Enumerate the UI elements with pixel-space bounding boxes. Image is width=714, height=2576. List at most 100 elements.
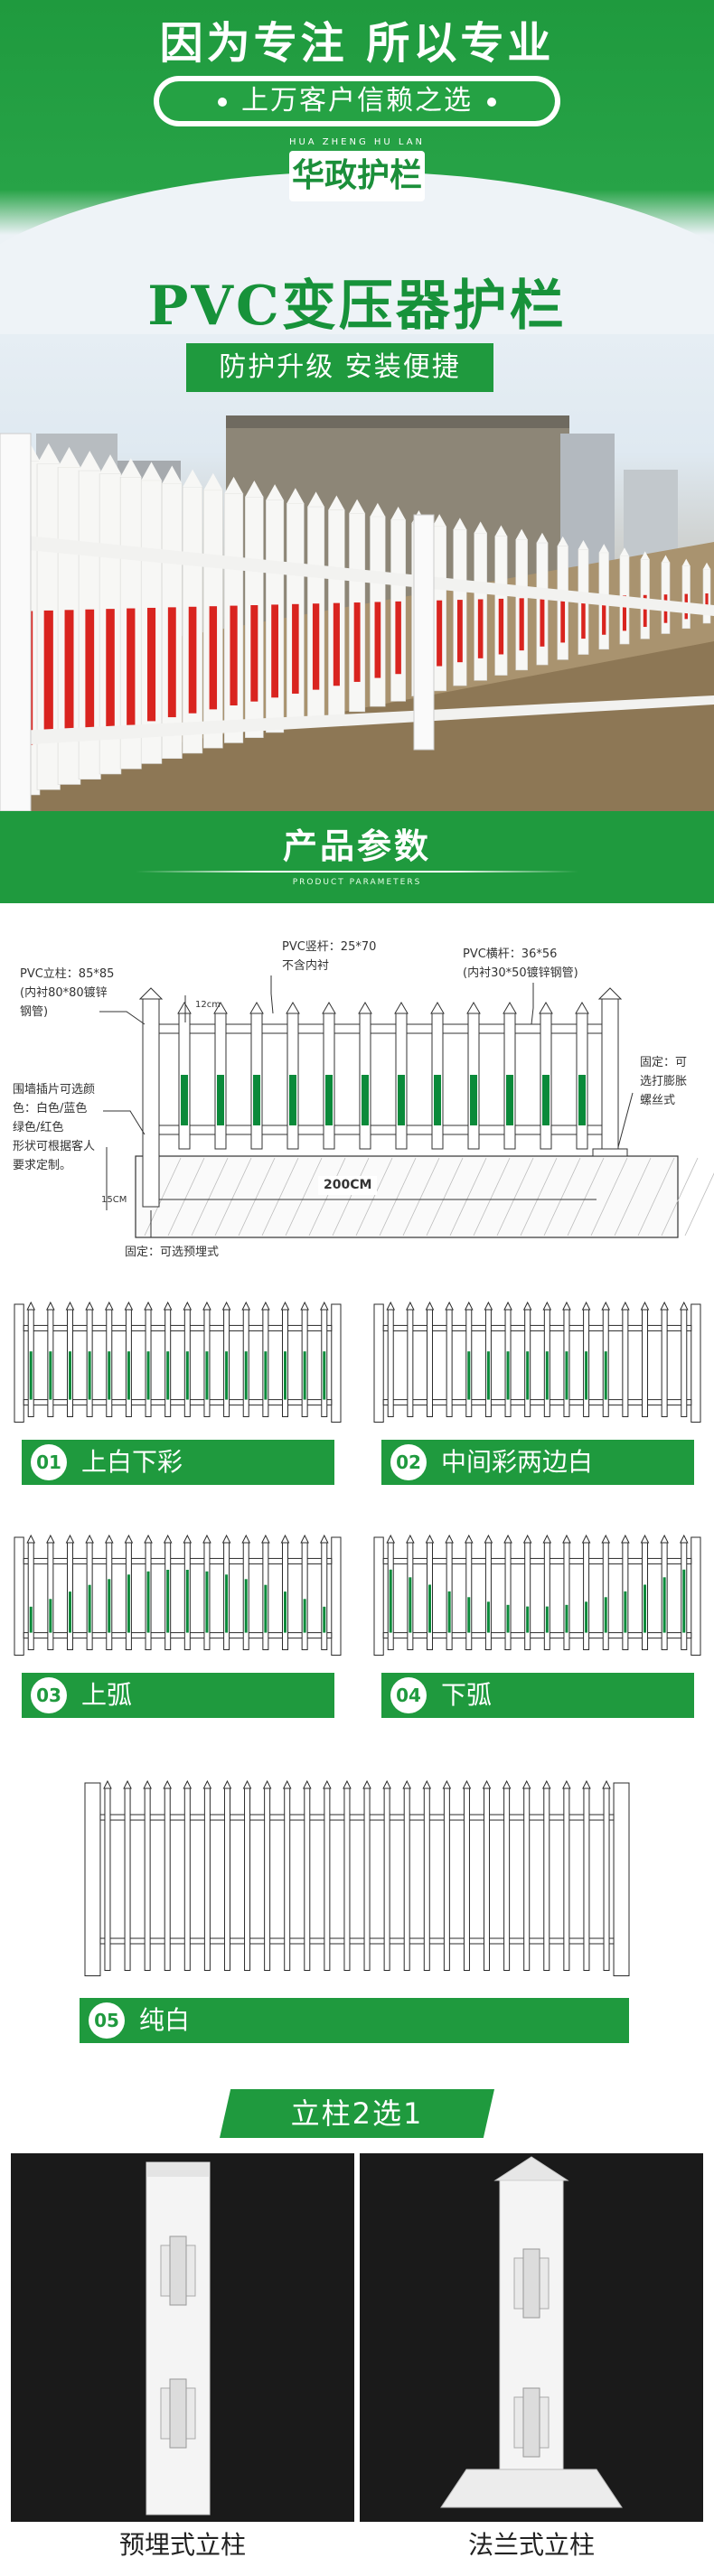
red-stripe xyxy=(106,609,115,730)
leader-line xyxy=(99,1011,146,1025)
picket-tip xyxy=(703,562,710,569)
hatch-line xyxy=(261,1157,299,1237)
fence-picket xyxy=(484,1542,492,1650)
red-stripe xyxy=(395,601,401,675)
fence-post xyxy=(331,1303,342,1423)
picket-tip xyxy=(562,1534,571,1544)
picket-tip xyxy=(503,1301,512,1311)
product-name: PVC变压器护栏 xyxy=(147,275,567,338)
green-insert xyxy=(565,1351,568,1400)
fence-post xyxy=(691,1536,701,1656)
post-body xyxy=(146,2161,211,2515)
hatch-line xyxy=(379,1157,417,1237)
fence-picket xyxy=(164,1787,171,1971)
red-stripe xyxy=(353,602,361,682)
picket-tip xyxy=(203,472,223,490)
picket-tip xyxy=(124,1534,134,1544)
fence-rail xyxy=(0,533,714,616)
post-cap xyxy=(138,987,164,1000)
fence-rail xyxy=(23,1399,333,1406)
fence-picket xyxy=(304,1787,311,1971)
fix-right-spec: 固定：可 选打膨胀 螺丝式 xyxy=(640,1056,688,1107)
green-insert xyxy=(585,1351,588,1400)
picket-tip xyxy=(144,1534,153,1544)
picket-tip xyxy=(522,1534,532,1544)
hatch-line xyxy=(238,1157,276,1237)
picket-tip xyxy=(581,1301,591,1311)
picket-tip xyxy=(681,558,691,566)
fence-picket xyxy=(47,1542,54,1650)
picket-tip xyxy=(425,1534,435,1544)
green-insert xyxy=(604,1597,607,1633)
brand-logo: HUA ZHENG HU LAN 华政护栏 xyxy=(274,137,440,210)
right-post xyxy=(601,998,619,1157)
green-insert xyxy=(253,1075,260,1125)
style-03-fence-drawing xyxy=(14,1534,342,1656)
fence-picket xyxy=(603,1787,610,1971)
picket-tip xyxy=(300,1534,309,1544)
green-insert xyxy=(578,1075,586,1125)
red-stripe xyxy=(540,597,545,647)
green-insert xyxy=(662,1577,666,1633)
green-insert xyxy=(284,1591,287,1633)
product-tag: 防护升级 安装便捷 xyxy=(186,343,493,392)
picket-tip xyxy=(163,1301,173,1311)
picket-tip xyxy=(541,1779,551,1789)
picket-tip xyxy=(425,1301,435,1311)
red-stripe xyxy=(271,604,278,698)
fence-rail xyxy=(23,1632,333,1639)
fix-bottom-spec: 固定：可选预埋式 xyxy=(125,1246,220,1259)
flange-post-caption: 法兰式立柱 xyxy=(467,2530,595,2560)
leader-line xyxy=(531,983,534,1025)
picket-tip xyxy=(432,514,446,527)
picket-tip xyxy=(322,1002,336,1014)
fence-picket xyxy=(104,1787,111,1971)
picket-tip xyxy=(362,1779,371,1789)
green-insert xyxy=(181,1075,188,1125)
picket-tip xyxy=(58,446,80,468)
picket-tip xyxy=(494,525,508,537)
fence-picket xyxy=(284,1787,291,1971)
picket-tip xyxy=(202,1779,212,1789)
divider xyxy=(136,871,578,873)
fence-picket xyxy=(602,1542,609,1650)
picket-tip xyxy=(484,1534,493,1544)
picket-tip xyxy=(402,1779,412,1789)
green-insert xyxy=(467,1597,471,1633)
green-insert xyxy=(68,1591,71,1633)
picket-tip xyxy=(286,1002,300,1014)
picket-tip xyxy=(621,1301,630,1311)
hatch-line xyxy=(614,1157,652,1237)
green-insert xyxy=(205,1351,209,1400)
bullet-dot-icon xyxy=(218,97,227,107)
leader-line xyxy=(103,1110,146,1135)
fence-rail xyxy=(23,1324,333,1331)
picket-tip xyxy=(213,1002,228,1014)
green-insert xyxy=(542,1075,550,1125)
fence-picket xyxy=(563,1787,570,1971)
fence-post xyxy=(331,1536,342,1656)
style-05-fence-drawing xyxy=(84,1779,630,1976)
picket-tip xyxy=(601,1301,611,1311)
green-insert xyxy=(325,1075,333,1125)
fence-picket xyxy=(124,1787,131,1971)
green-insert xyxy=(68,1351,71,1400)
fence-photo xyxy=(0,415,714,811)
picket-tip xyxy=(222,1779,232,1789)
green-insert xyxy=(303,1351,306,1400)
green-insert xyxy=(49,1599,52,1633)
picket-tip xyxy=(261,1301,270,1311)
hatch-line xyxy=(449,1157,487,1237)
picket-tip xyxy=(85,1301,94,1311)
style-02-fence-drawing xyxy=(373,1301,701,1423)
picket-tip xyxy=(183,1301,193,1311)
picket-tip xyxy=(202,1301,211,1311)
fence-picket xyxy=(523,1787,531,1971)
green-insert xyxy=(526,1351,530,1400)
fence-picket xyxy=(583,1787,590,1971)
picket-tip xyxy=(358,1002,372,1014)
posts-header: 立柱2选1 xyxy=(220,2089,494,2138)
picket-tip xyxy=(474,521,487,533)
hatch-line xyxy=(167,1157,205,1237)
picket-tip xyxy=(422,1779,432,1789)
